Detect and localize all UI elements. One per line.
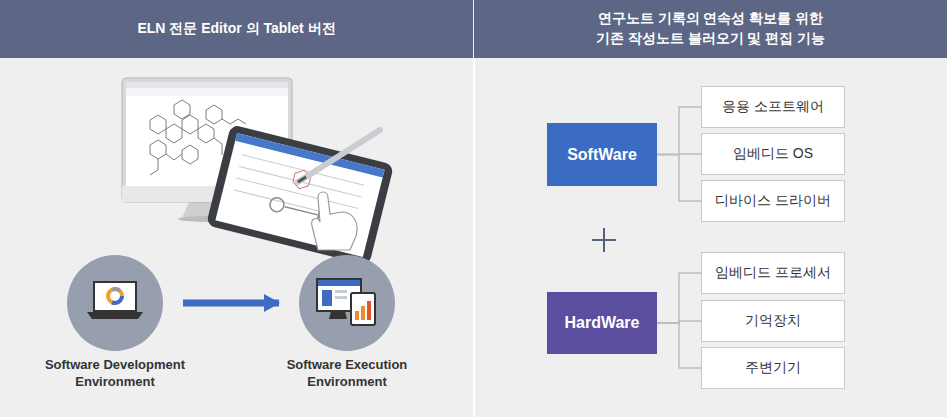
category-box: HardWare	[547, 292, 657, 354]
item-box: 기억장치	[701, 300, 845, 342]
pen-illustration	[298, 130, 380, 182]
bracket-line	[657, 323, 701, 368]
item-box: 임베디드 프로세서	[701, 252, 845, 294]
item-box-text: 기억장치	[745, 312, 801, 330]
circle-shape	[299, 255, 395, 351]
item-box: 임베디드 OS	[701, 133, 845, 175]
tablet-illustration	[206, 124, 394, 266]
header-band-text: ELN 전문 Editor 의 Tablet 버전	[137, 19, 335, 39]
panel-divider	[473, 58, 475, 417]
category-box-text: SoftWare	[567, 146, 637, 164]
environment-circle: Software Development Environment	[25, 255, 205, 391]
category-box: SoftWare	[547, 123, 657, 186]
environment-icon	[87, 282, 143, 319]
bracket-line	[657, 155, 701, 202]
item-box-text: 임베디드 OS	[733, 145, 813, 163]
category-box-text: HardWare	[565, 314, 640, 332]
environment-circle: Software Execution Environment	[257, 255, 437, 391]
hand-illustration	[312, 192, 357, 250]
bracket-line	[657, 273, 701, 323]
header-band-text: 연구노트 기록의 연속성 확보를 위한 기존 작성노트 불러오기 및 편집 기능	[591, 9, 831, 48]
bracket-line	[657, 107, 701, 155]
item-box-text: 주변기기	[745, 359, 801, 377]
item-box: 응용 소프트웨어	[701, 86, 845, 128]
header-band: ELN 전문 Editor 의 Tablet 버전	[0, 0, 473, 58]
item-box: 주변기기	[701, 347, 845, 389]
environment-circle-text: Software Development Environment	[25, 357, 205, 391]
item-box: 디바이스 드라이버	[701, 180, 845, 222]
flow-arrow	[183, 300, 279, 307]
environment-icon	[317, 279, 375, 325]
item-box-text: 응용 소프트웨어	[722, 98, 824, 116]
circle-shape	[67, 255, 163, 351]
plus-symbol	[592, 228, 616, 252]
item-box-text: 디바이스 드라이버	[715, 192, 831, 210]
item-box-text: 임베디드 프로세서	[715, 264, 831, 282]
header-band: 연구노트 기록의 연속성 확보를 위한 기존 작성노트 불러오기 및 편집 기능	[474, 0, 947, 58]
environment-circle-text: Software Execution Environment	[257, 357, 437, 391]
